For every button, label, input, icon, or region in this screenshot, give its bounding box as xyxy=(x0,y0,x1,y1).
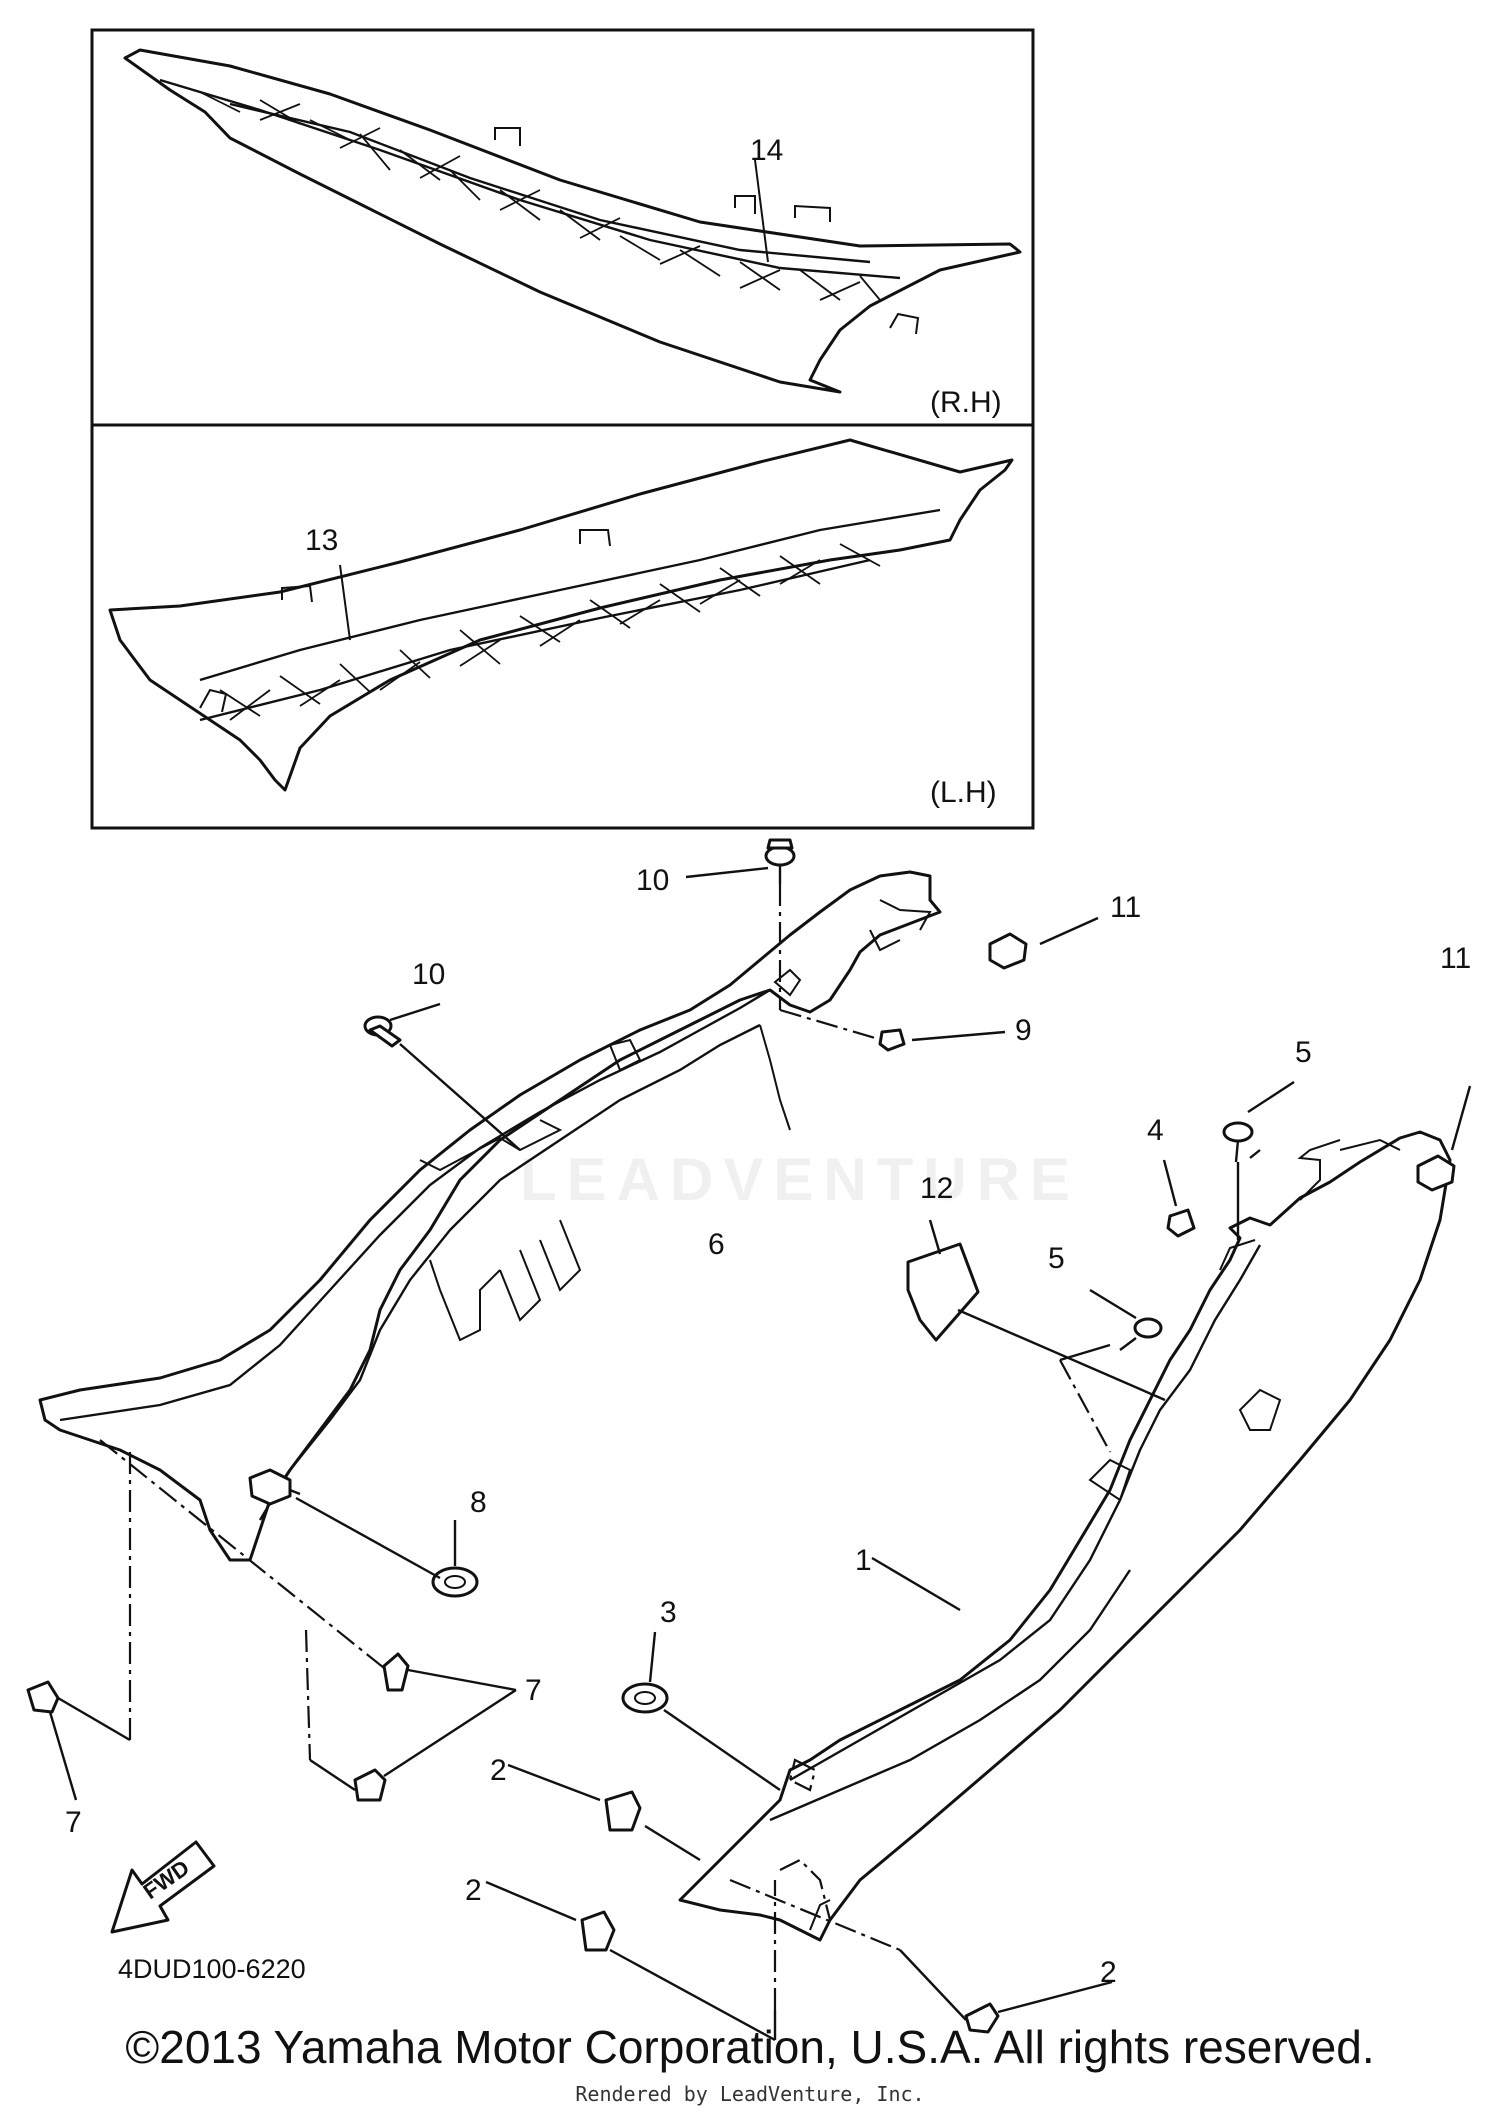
inset-frame-left xyxy=(90,423,1035,830)
leader-lines xyxy=(48,866,1472,2042)
callout-2-b: 2 xyxy=(465,1874,482,1907)
collar-8-body xyxy=(248,1468,301,1506)
damper-11-a xyxy=(988,932,1028,970)
left-side-cover-inner-13 xyxy=(108,438,1014,792)
callout-14: 14 xyxy=(750,134,783,167)
callout-3: 3 xyxy=(660,1596,677,1629)
callout-11-b: 11 xyxy=(1440,942,1471,975)
cushion-7-c xyxy=(26,1680,60,1714)
callout-13: 13 xyxy=(305,524,338,557)
callout-7-left: 7 xyxy=(65,1806,82,1839)
bolt-5-top xyxy=(1222,1121,1254,1163)
grommet-3 xyxy=(621,1682,669,1714)
callout-9: 9 xyxy=(1015,1014,1032,1047)
callout-6: 6 xyxy=(708,1228,725,1261)
inset-label-rh: (R.H) xyxy=(930,386,1002,419)
grommet-8 xyxy=(431,1566,479,1598)
bolt-10-left xyxy=(363,1015,402,1048)
callout-8: 8 xyxy=(470,1486,487,1519)
cushion-2-b xyxy=(580,1910,616,1952)
callout-10-left: 10 xyxy=(412,958,445,991)
side-cover-part-1 xyxy=(678,1130,1452,1942)
nut-4 xyxy=(1166,1208,1196,1238)
rendered-by-notice: Rendered by LeadVenture, Inc. xyxy=(575,2082,925,2106)
copyright-notice: ©2013 Yamaha Motor Corporation, U.S.A. A… xyxy=(125,2021,1375,2073)
nut-9 xyxy=(878,1028,906,1052)
callout-11-a: 11 xyxy=(1110,891,1141,924)
callout-5-top: 5 xyxy=(1295,1036,1312,1069)
forward-arrow-icon: FWD xyxy=(110,1840,216,1934)
bolt-10-top xyxy=(764,838,796,884)
bolt-5-mid xyxy=(1119,1317,1163,1351)
watermark: LEADVENTURE xyxy=(520,1146,1081,1213)
inset-label-lh: (L.H) xyxy=(930,776,997,809)
diagram-code: 4DUD100-6220 xyxy=(118,1954,306,1984)
cushion-7-a xyxy=(382,1652,410,1692)
callout-2-c: 2 xyxy=(1100,1956,1117,1989)
label-plate-12 xyxy=(906,1242,980,1342)
cushion-2-a xyxy=(604,1790,642,1832)
cushion-7-b xyxy=(353,1768,387,1802)
callout-7-right: 7 xyxy=(525,1674,542,1707)
callout-10-top: 10 xyxy=(636,864,669,897)
tail-cover-part-6 xyxy=(38,870,942,1562)
callout-2-a: 2 xyxy=(490,1754,507,1787)
callout-4: 4 xyxy=(1147,1114,1164,1147)
right-side-cover-inner-14 xyxy=(123,48,1022,394)
callout-1: 1 xyxy=(855,1544,872,1577)
damper-11-b xyxy=(1416,1154,1456,1192)
cushion-2-c xyxy=(964,2002,1000,2034)
callout-5-mid: 5 xyxy=(1048,1242,1065,1275)
callout-12: 12 xyxy=(920,1172,953,1205)
